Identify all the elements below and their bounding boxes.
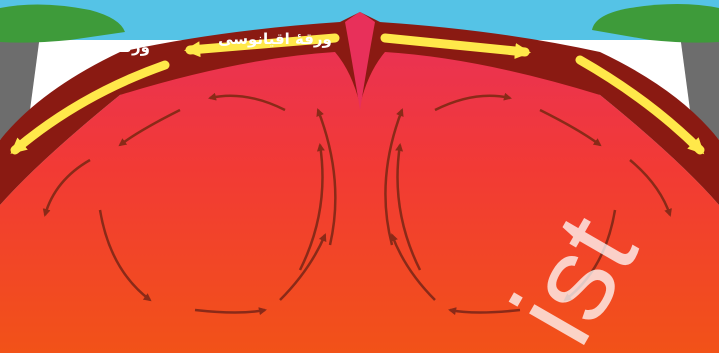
label-oceanic-plate: ورقهٔ اقیانوسی (218, 30, 332, 48)
label-continental-plate: ورقهٔ قاره‌ای (56, 38, 150, 56)
